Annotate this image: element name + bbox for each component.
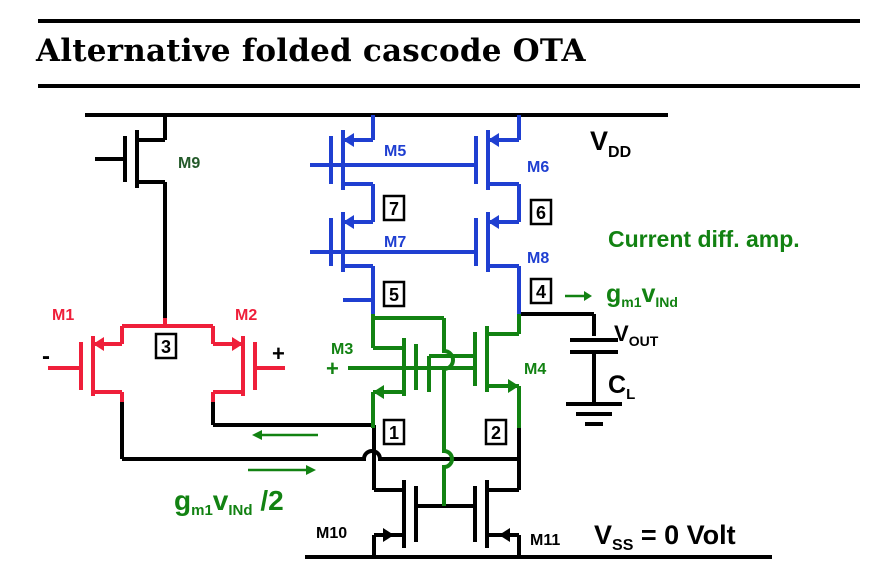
label-m1: M1 — [52, 307, 74, 324]
gm-vind-right-label: gm1vINd — [606, 280, 678, 310]
vss-label: VSS = 0 Volt — [594, 520, 736, 554]
transistor-m10-m11 — [372, 425, 521, 557]
node-box-6 — [529, 198, 553, 226]
node-6: 6 — [536, 203, 546, 223]
node-box-5 — [382, 280, 406, 308]
node-5: 5 — [389, 285, 399, 305]
label-m10: M10 — [316, 525, 347, 542]
plus-sign-m2: + — [272, 341, 285, 366]
plus-sign-m3: + — [326, 356, 339, 381]
node-box-3 — [154, 332, 178, 360]
label-m9: M9 — [178, 155, 200, 172]
nmos-arrows — [383, 528, 510, 542]
label-m2: M2 — [235, 307, 257, 324]
green-current-diff-amp — [348, 314, 521, 506]
blue-current-mirror — [310, 115, 521, 314]
label-m6: M6 — [527, 159, 549, 176]
label-m5: M5 — [384, 143, 406, 160]
node-boxes — [154, 194, 553, 446]
bottom-crossing-wire — [122, 449, 519, 461]
pmos-arrows-blue — [343, 133, 499, 229]
transistor-labels: M9 M5 M6 M7 M8 M1 M2 M3 M4 M10 M11 — [52, 143, 560, 549]
current-arrows — [248, 294, 585, 472]
node-3: 3 — [161, 337, 171, 357]
transistor-m9 — [95, 115, 167, 318]
red-input-pair — [48, 318, 285, 402]
node-4: 4 — [536, 282, 546, 302]
label-m4: M4 — [524, 361, 546, 378]
input-polarity: - + + — [42, 341, 339, 381]
node-1: 1 — [389, 423, 399, 443]
label-m7: M7 — [384, 234, 406, 251]
node-box-7 — [382, 194, 406, 222]
gm-vind-half-label: gm1vINd /2 — [174, 485, 284, 519]
node-labels: 7 6 5 4 3 1 2 — [161, 199, 546, 443]
current-arrow-heads — [252, 291, 592, 475]
node-7: 7 — [389, 199, 399, 219]
cl-label: CL — [608, 371, 635, 403]
pmos-arrows-green — [373, 379, 519, 399]
page-title: Alternative folded cascode OTA — [36, 33, 586, 69]
node-box-2 — [484, 418, 508, 446]
minus-sign: - — [42, 343, 50, 370]
label-m11: M11 — [530, 532, 560, 549]
black-wiring — [85, 113, 772, 559]
title-underline — [38, 84, 860, 88]
node-2: 2 — [491, 423, 501, 443]
top-rule — [38, 19, 860, 23]
pmos-arrows-red — [93, 337, 243, 351]
current-diff-amp-label: Current diff. amp. — [608, 226, 800, 252]
vdd-label: VDD — [590, 126, 631, 161]
node-box-4 — [529, 277, 553, 305]
node-box-1 — [382, 418, 406, 446]
vout-label: VOUT — [614, 321, 659, 349]
label-m3: M3 — [331, 341, 353, 358]
label-m8: M8 — [527, 250, 549, 267]
